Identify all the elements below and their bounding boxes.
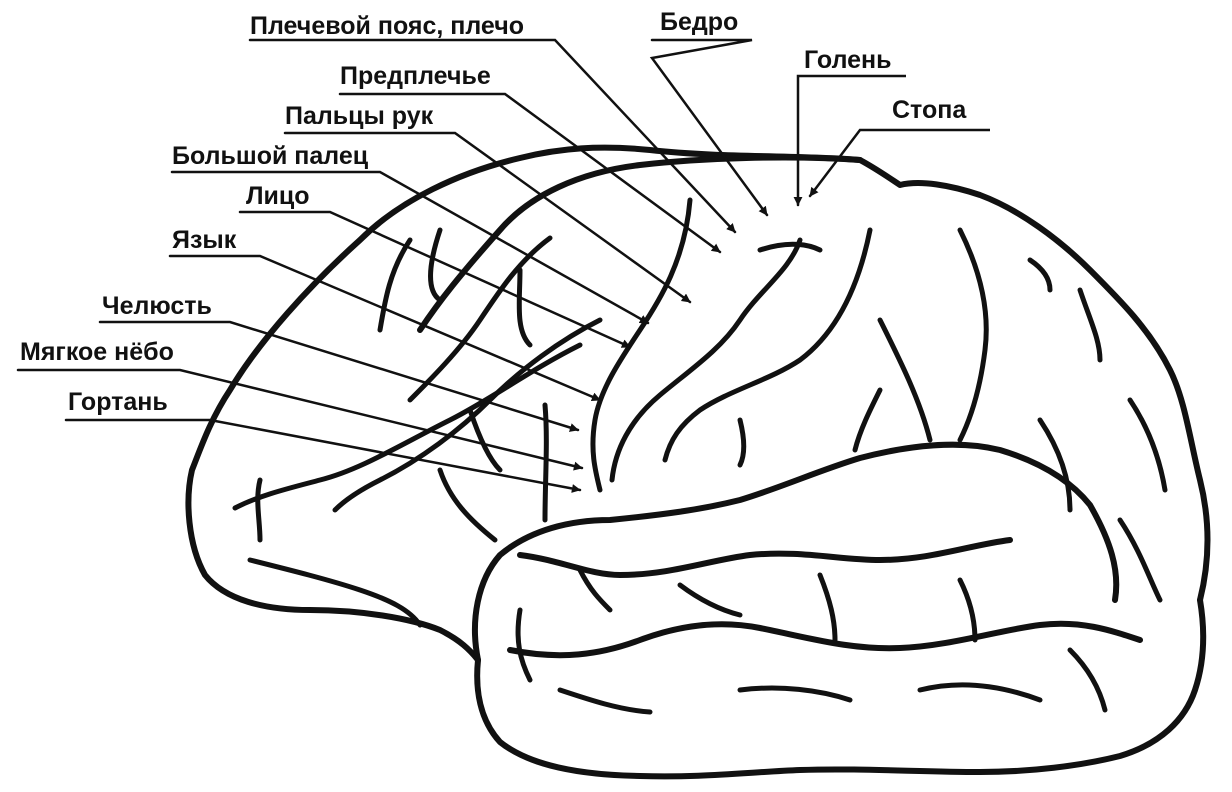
parietal-sulcus-5 (1077, 287, 1103, 363)
label-thumb: Большой палец (172, 142, 369, 170)
frontal-sulcus-3 (232, 342, 583, 511)
frontal-branch-1 (377, 237, 413, 333)
temporal-lobe-outline (474, 597, 1207, 780)
temporal-sulcus-8 (1067, 647, 1108, 713)
occipital-sulcus-1 (1037, 417, 1073, 513)
label-jaw: Челюсть (102, 292, 212, 320)
frontal-sulcus-2 (332, 317, 603, 513)
occipital-sulcus-2 (1117, 517, 1163, 603)
temporal-sulcus-9 (515, 607, 533, 683)
parietal-sulcus-3 (957, 227, 989, 443)
pointer-soft-palate (16, 368, 584, 471)
frontal-branch-5 (437, 467, 498, 543)
label-shin: Голень (804, 46, 892, 74)
label-foot: Стопа (892, 96, 967, 124)
labels: Плечевой пояс, плечо Бедро Предплечье Го… (20, 8, 967, 416)
label-tongue: Язык (172, 226, 237, 254)
label-fingers: Пальцы рук (285, 102, 434, 130)
pointer-jaw (98, 320, 580, 432)
frontal-branch-7 (255, 477, 263, 543)
label-thigh: Бедро (660, 8, 738, 36)
temporal-sulcus-5 (557, 687, 653, 715)
parietal-sulcus-7 (737, 417, 747, 468)
label-soft-palate: Мягкое нёбо (20, 338, 174, 366)
frontal-branch-3 (516, 267, 533, 348)
temporal-gyrus-lower (507, 620, 1143, 659)
parietal-sulcus-2 (877, 317, 933, 443)
parietal-sulcus-8 (852, 387, 883, 453)
precentral-sulcus (590, 197, 693, 493)
inner-frontal-outline (417, 154, 863, 333)
occipital-outline (857, 157, 1211, 603)
frontal-branch-6 (542, 402, 549, 523)
sylvian-fissure (471, 441, 1120, 663)
pointer-larynx (64, 418, 582, 493)
label-face: Лицо (246, 182, 310, 210)
pointer-fingers (283, 131, 692, 304)
temporal-sulcus-7 (917, 682, 1043, 703)
brain-outline (185, 144, 1211, 780)
cerebrum-outline (185, 144, 863, 663)
frontal-branch-2 (428, 227, 443, 303)
label-forearm: Предплечье (340, 62, 491, 90)
pointer-shin (793, 74, 906, 207)
pointer-shoulder (248, 38, 737, 234)
temporal-gyrus-upper (517, 537, 1013, 578)
pointer-tongue (168, 254, 602, 402)
pointer-foot (808, 128, 990, 198)
temporal-sulcus-1 (577, 567, 613, 613)
label-shoulder: Плечевой пояс, плечо (250, 12, 524, 40)
central-sulcus (609, 237, 803, 483)
frontal-branch-4 (467, 407, 503, 473)
temporal-sulcus-6 (737, 685, 853, 703)
temporal-sulcus-2 (677, 582, 743, 618)
label-larynx: Гортань (68, 388, 168, 416)
pointer-thumb (170, 170, 650, 325)
sulci (232, 197, 1168, 715)
pointer-lines (16, 38, 990, 493)
parietal-sulcus-6 (1127, 397, 1168, 493)
temporal-sulcus-3 (817, 572, 838, 643)
pointer-forearm (338, 92, 722, 254)
pointer-face (238, 210, 632, 349)
pointer-thigh (649, 38, 769, 217)
frontal-lower-sulcus (247, 557, 423, 628)
parietal-sulcus-1 (757, 241, 823, 253)
postcentral-sulcus (662, 227, 873, 463)
frontal-sulcus-1 (407, 235, 553, 403)
parietal-sulcus-4 (1027, 257, 1053, 293)
temporal-sulcus-4 (957, 577, 978, 643)
